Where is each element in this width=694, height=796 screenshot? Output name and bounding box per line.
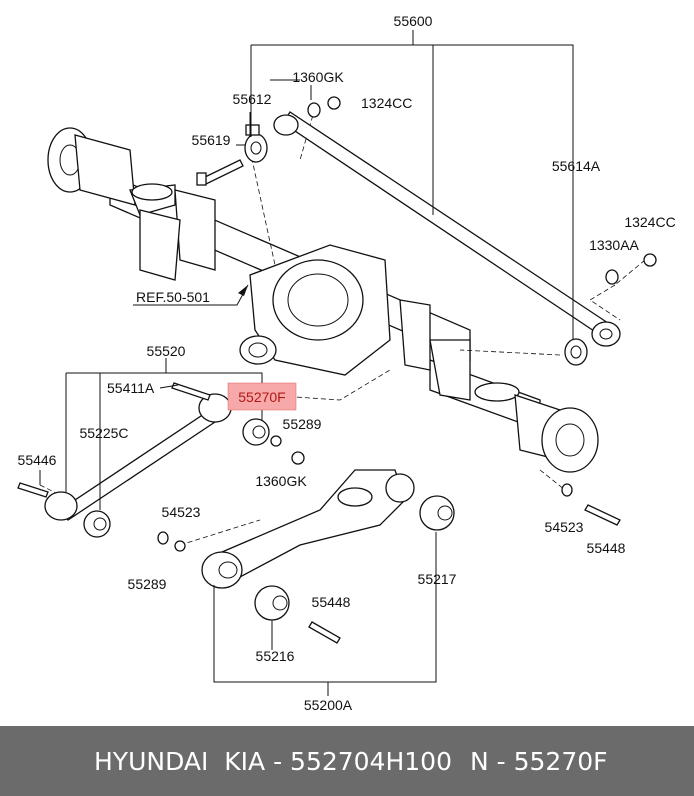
label-54523-left: 54523 (162, 504, 201, 520)
label-1330aa: 1330AA (589, 237, 639, 253)
label-55614a: 55614A (552, 158, 601, 174)
footer-number: N - 55270F (470, 746, 608, 776)
label-55448-right: 55448 (587, 540, 626, 556)
parts-diagram: 55600 55612 1360GK 1324CC 55619 55614A 1… (17, 13, 676, 713)
footer-brands: HYUNDAI KIA - 552704H100 (94, 746, 452, 776)
label-55270f: 55270F (238, 389, 285, 405)
label-ref-50-501: REF.50-501 (136, 289, 210, 305)
upper-arm-55614a (196, 96, 657, 366)
label-54523-right: 54523 (545, 519, 584, 535)
label-55216: 55216 (256, 648, 295, 664)
label-55619: 55619 (192, 132, 231, 148)
rear-axle-housing (47, 127, 599, 473)
label-55289-left: 55289 (128, 576, 167, 592)
lower-control-arm-55200a (157, 469, 621, 644)
label-55225c: 55225C (79, 425, 128, 441)
label-55612: 55612 (233, 91, 272, 107)
label-1324cc-top: 1324CC (361, 95, 412, 111)
label-1360gk-mid: 1360GK (255, 473, 307, 489)
label-55411a: 55411A (107, 380, 155, 396)
label-1324cc-right: 1324CC (624, 214, 675, 230)
label-55289-right: 55289 (283, 416, 322, 432)
label-55600: 55600 (394, 13, 433, 29)
label-55217: 55217 (418, 571, 457, 587)
label-55520: 55520 (147, 343, 186, 359)
bracket-lines (39, 30, 574, 696)
footer-bar: HYUNDAI KIA - 552704H100 N - 55270F (0, 726, 694, 796)
highlight-55270f (227, 382, 297, 411)
label-55446: 55446 (18, 452, 57, 468)
part-labels: 55600 55612 1360GK 1324CC 55619 55614A 1… (18, 13, 676, 713)
label-1360gk-top: 1360GK (292, 69, 344, 85)
label-55448-mid: 55448 (312, 594, 351, 610)
label-55200a: 55200A (304, 697, 353, 713)
